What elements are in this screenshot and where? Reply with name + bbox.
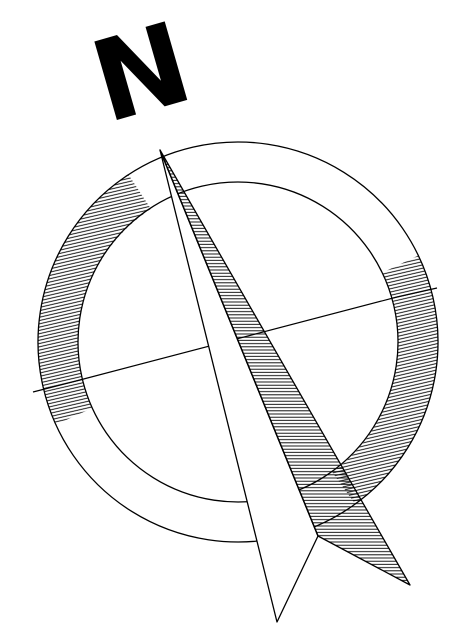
needle-ridge [160,150,318,536]
north-letter: N [79,0,205,149]
